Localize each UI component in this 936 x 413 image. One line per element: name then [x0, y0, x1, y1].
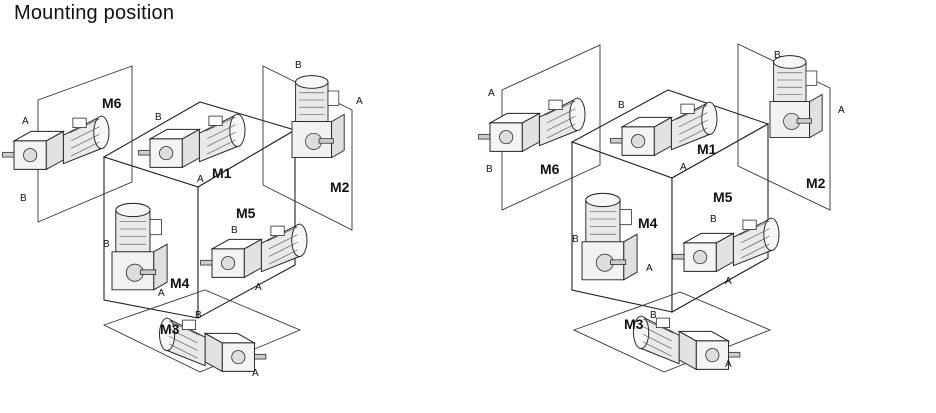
right-diagram: M1 A B M2 A B M3 A B M4 A B M5 A B M6 A … — [478, 43, 845, 373]
left-m4-a-label: A — [158, 288, 165, 299]
right-m6-gearmotor-icon — [478, 97, 586, 152]
left-m6-b-label: B — [20, 193, 27, 204]
right-m6-a-label: A — [488, 88, 495, 99]
right-m2-a-label: A — [838, 105, 845, 116]
left-m5-a-label: A — [255, 282, 262, 293]
right-m5-a-label: A — [725, 276, 732, 287]
left-m2-a-label: A — [356, 96, 363, 107]
left-m2-label: M2 — [330, 179, 350, 195]
right-m5-label: M5 — [713, 189, 733, 205]
left-m3-label: M3 — [160, 321, 180, 337]
right-m1-label: M1 — [697, 141, 717, 157]
left-m6-gearmotor-icon — [2, 115, 110, 170]
left-m5-label: M5 — [236, 205, 256, 221]
left-m6-label: M6 — [102, 95, 122, 111]
left-m2-b-label: B — [295, 60, 302, 71]
right-m6-label: M6 — [540, 161, 560, 177]
left-m5-b-label: B — [231, 225, 238, 236]
right-m2-label: M2 — [806, 175, 826, 191]
left-m2-gearmotor-icon — [291, 75, 345, 159]
left-m3-a-label: A — [252, 368, 259, 379]
right-m1-b-label: B — [618, 100, 625, 111]
right-m6-b-label: B — [486, 164, 493, 175]
right-m5-b-label: B — [710, 214, 717, 225]
left-m4-label: M4 — [170, 275, 190, 291]
page-title: Mounting position — [14, 2, 175, 24]
left-m1-a-label: A — [197, 174, 204, 185]
left-m3-b-label: B — [195, 310, 202, 321]
right-m1-a-label: A — [680, 162, 687, 173]
right-m2-b-label: B — [774, 50, 781, 61]
left-m6-a-label: A — [22, 116, 29, 127]
right-m3-b-label: B — [650, 310, 657, 321]
right-m3-a-label: A — [725, 359, 732, 370]
right-m3-label: M3 — [624, 316, 644, 332]
left-m1-label: M1 — [212, 165, 232, 181]
right-m4-b-label: B — [572, 234, 579, 245]
left-diagram: M1 A B M2 A B M3 A B M4 A B M5 A B M6 A … — [2, 60, 363, 379]
left-m4-b-label: B — [103, 239, 110, 250]
right-m3-gearmotor-icon — [633, 315, 741, 370]
right-m4-label: M4 — [638, 215, 658, 231]
left-m1-b-label: B — [155, 112, 162, 123]
right-m4-a-label: A — [646, 263, 653, 274]
right-m2-gearmotor-icon — [769, 55, 823, 139]
